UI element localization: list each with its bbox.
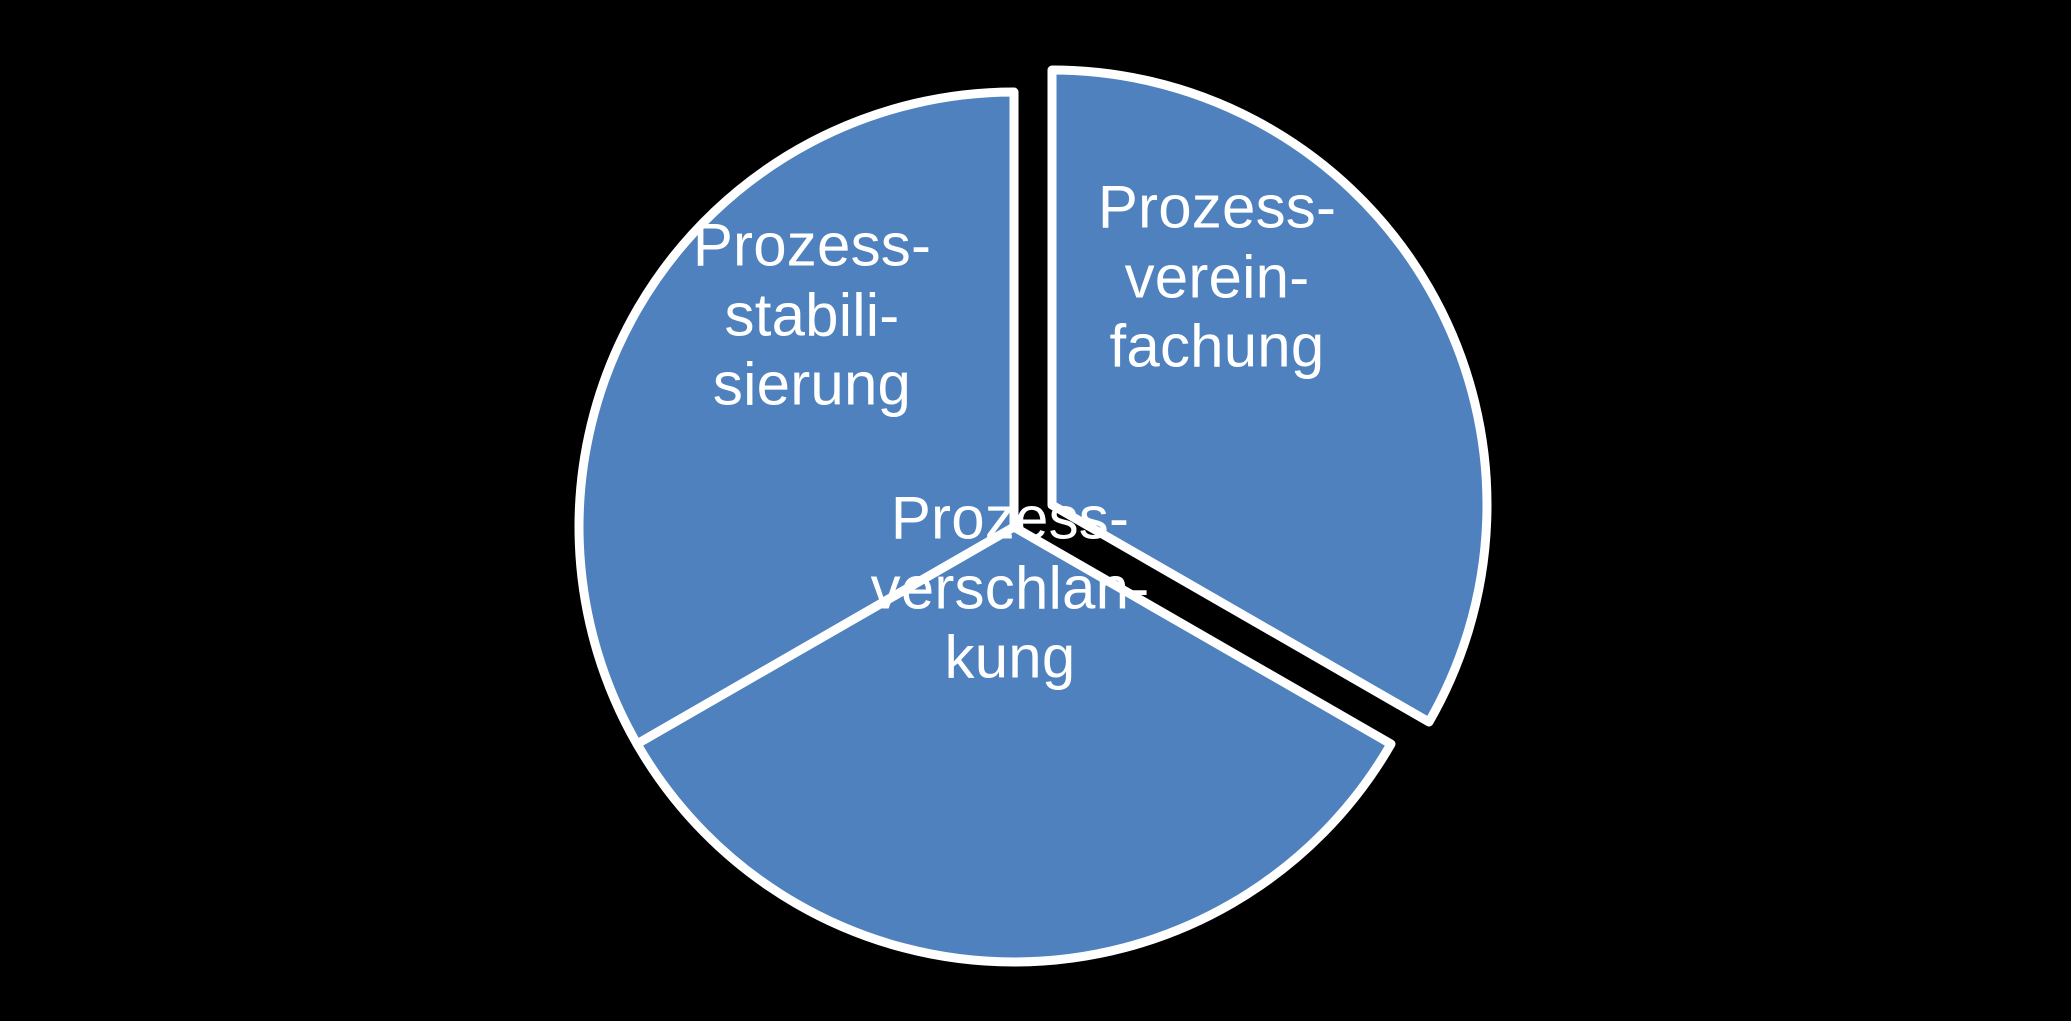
pie-slice-prozess-verschlankung[interactable] — [632, 522, 1396, 967]
pie-slice-prozess-stabilisierung[interactable] — [574, 87, 1019, 749]
pie-slice-prozess-vereinfachung[interactable] — [1047, 65, 1492, 727]
